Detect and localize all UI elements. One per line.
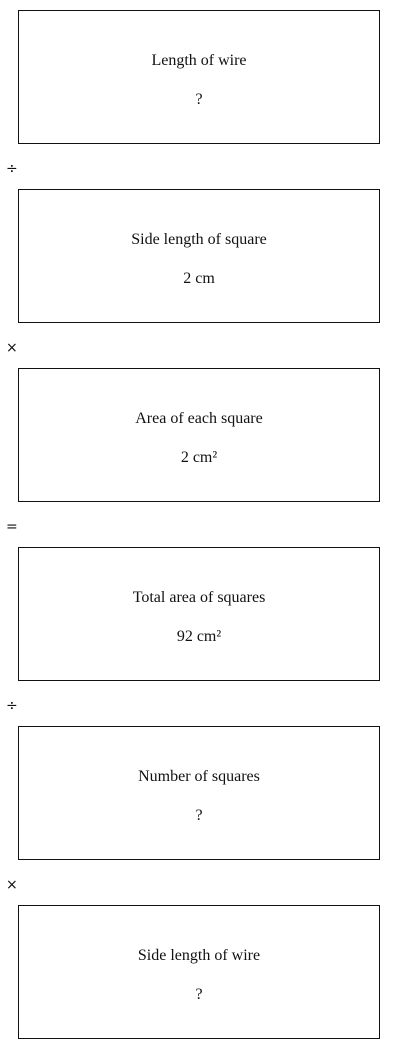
box-value: ? bbox=[195, 986, 203, 1003]
side-length-of-wire-box: Side length of wire ? bbox=[18, 905, 380, 1039]
box-value: 92 cm² bbox=[176, 628, 222, 645]
number-of-squares-box: Number of squares ? bbox=[18, 726, 380, 860]
box-value: 2 cm² bbox=[180, 449, 218, 466]
divide-operator: ÷ bbox=[6, 698, 18, 714]
equals-operator: = bbox=[6, 519, 18, 535]
area-of-each-square-box: Area of each square 2 cm² bbox=[18, 368, 380, 502]
length-of-wire-box: Length of wire ? bbox=[18, 10, 380, 144]
box-label: Side length of square bbox=[131, 231, 267, 248]
box-label: Number of squares bbox=[138, 768, 260, 785]
total-area-of-squares-box: Total area of squares 92 cm² bbox=[18, 547, 380, 681]
box-label: Side length of wire bbox=[137, 947, 261, 964]
side-length-of-square-box: Side length of square 2 cm bbox=[18, 189, 380, 323]
divide-operator: ÷ bbox=[6, 161, 18, 177]
box-label: Length of wire bbox=[151, 52, 247, 69]
multiply-operator: × bbox=[6, 877, 18, 893]
box-value: ? bbox=[195, 807, 203, 824]
box-value: 2 cm bbox=[183, 270, 215, 287]
multiply-operator: × bbox=[6, 340, 18, 356]
box-label: Area of each square bbox=[135, 410, 263, 427]
box-label: Total area of squares bbox=[132, 589, 266, 606]
box-value: ? bbox=[195, 91, 203, 108]
